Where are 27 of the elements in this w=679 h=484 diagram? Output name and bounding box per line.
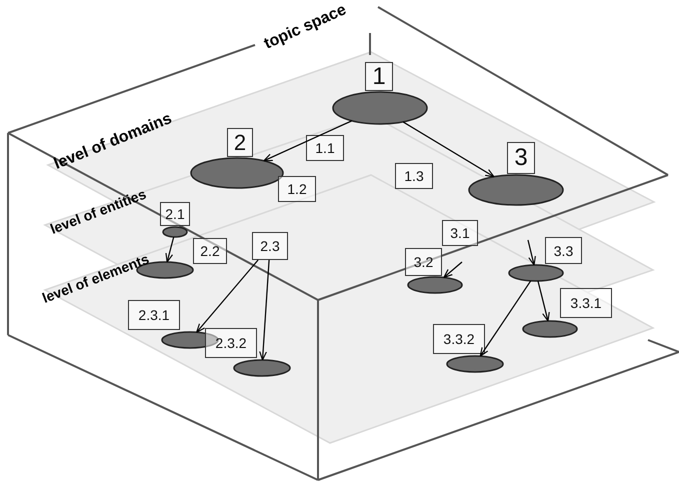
arrow (196, 260, 259, 333)
node-label: 1.2 (278, 176, 316, 202)
node-label: 2 (227, 128, 253, 157)
arrow (259, 260, 270, 361)
level-label: level of entities (48, 186, 148, 237)
node-label: 1 (365, 62, 393, 91)
node-label: 2.3 (252, 232, 288, 260)
arrow (263, 120, 352, 162)
node-label: 3.3.1 (560, 288, 612, 318)
node-label: 3.1 (442, 220, 478, 246)
node-label: 2.3.1 (128, 300, 180, 330)
node-label: 3.3.2 (433, 324, 485, 354)
node-label: 3.2 (405, 248, 442, 276)
arrow (165, 236, 174, 263)
arrow (402, 121, 495, 178)
node-label: 2.3.2 (205, 328, 257, 358)
arrow (537, 280, 550, 322)
node-label: 3.3 (545, 237, 582, 264)
node-label: 2.1 (160, 202, 190, 226)
node-label: 3 (507, 142, 535, 174)
level-label: topic space (262, 2, 349, 53)
arrow (443, 262, 462, 278)
node-label: 2.2 (193, 238, 227, 264)
arrow (527, 240, 536, 266)
arrow (480, 280, 532, 357)
node-label: 1.1 (306, 135, 344, 161)
node-label: 1.3 (395, 163, 433, 189)
